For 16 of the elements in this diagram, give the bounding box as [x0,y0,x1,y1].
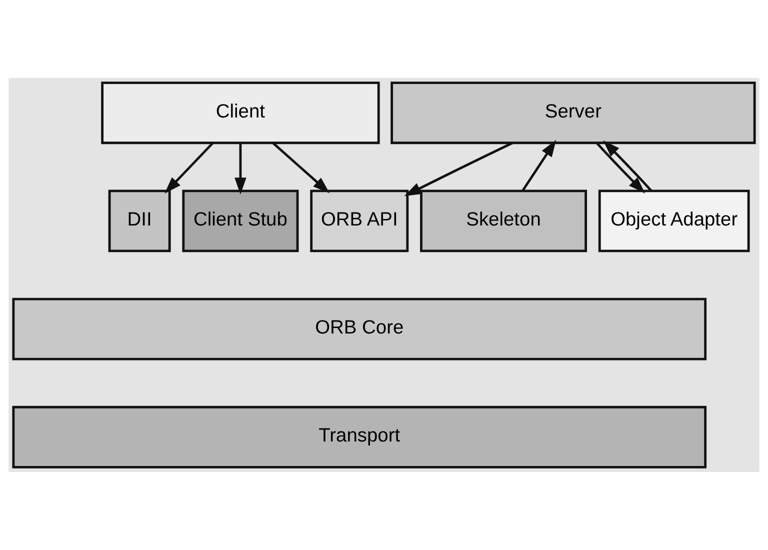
node-box: ORB API [310,190,409,252]
node-box: DII [108,190,171,252]
arrow [603,140,652,192]
arrow [404,142,513,196]
node-box: Client [101,82,380,144]
arrow [234,142,246,195]
node-box: Client Stub [182,190,299,252]
node-box: ORB Core [12,298,707,360]
arrow [164,142,214,194]
arrow [522,140,556,192]
arrow [272,142,330,194]
node-box: Transport [12,406,707,468]
node-box: Skeleton [420,190,587,252]
node-box: Object Adapter [598,190,750,252]
node-box: Server [390,82,756,144]
arrow [596,142,646,194]
